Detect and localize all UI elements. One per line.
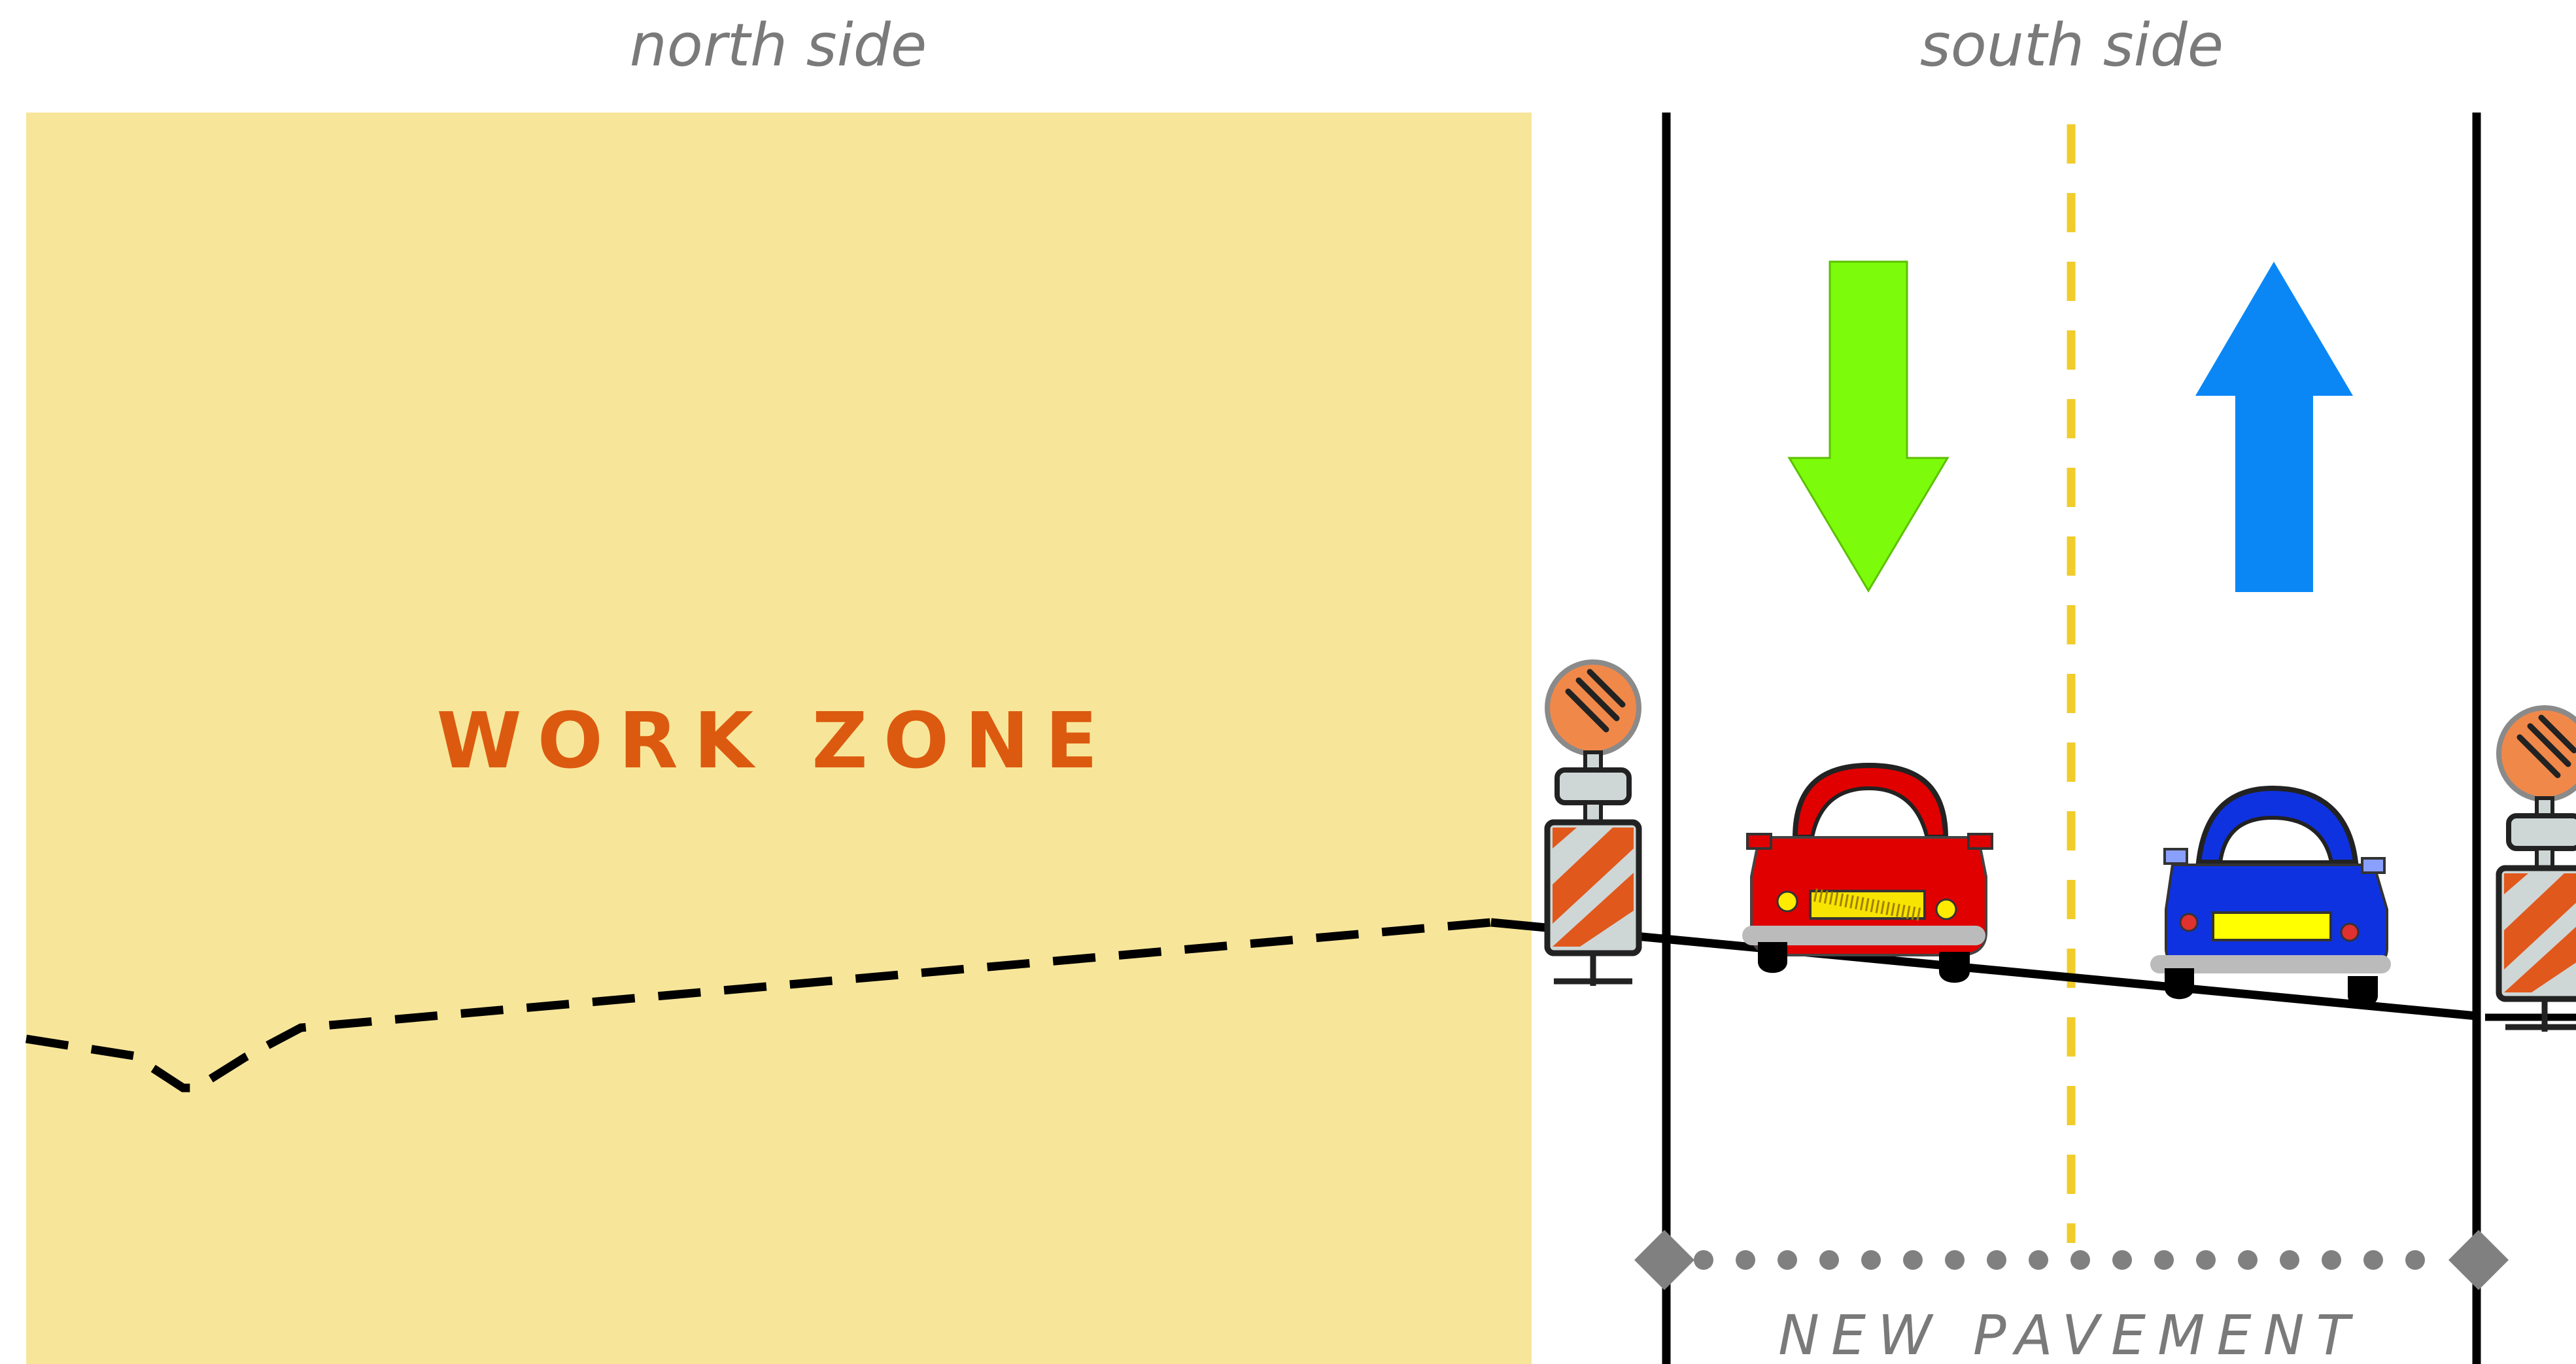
- dimension-marker-right: [2448, 1230, 2509, 1290]
- existing-ground-line: [25, 918, 1492, 1093]
- barricade-right-icon: [2499, 708, 2576, 1032]
- barricade-left-icon: [1547, 662, 1639, 986]
- new-pavement-label: NEW PAVEMENT: [1778, 1303, 2361, 1364]
- new-pavement-dimension: [1634, 1230, 2509, 1290]
- work-zone-label: WORK ZONE: [436, 695, 1113, 786]
- red-car-icon: [1742, 762, 1993, 983]
- dimension-marker-left: [1634, 1230, 1694, 1290]
- southbound-arrow-icon: [1787, 260, 1949, 593]
- blue-car-icon: [2150, 785, 2391, 1007]
- north-side-label: north side: [630, 11, 927, 80]
- south-side-label: south side: [1920, 11, 2224, 80]
- northbound-arrow-icon: [2195, 262, 2353, 592]
- work-zone-area: [26, 113, 1532, 1364]
- new-pavement-surface-line: [1490, 918, 2477, 1021]
